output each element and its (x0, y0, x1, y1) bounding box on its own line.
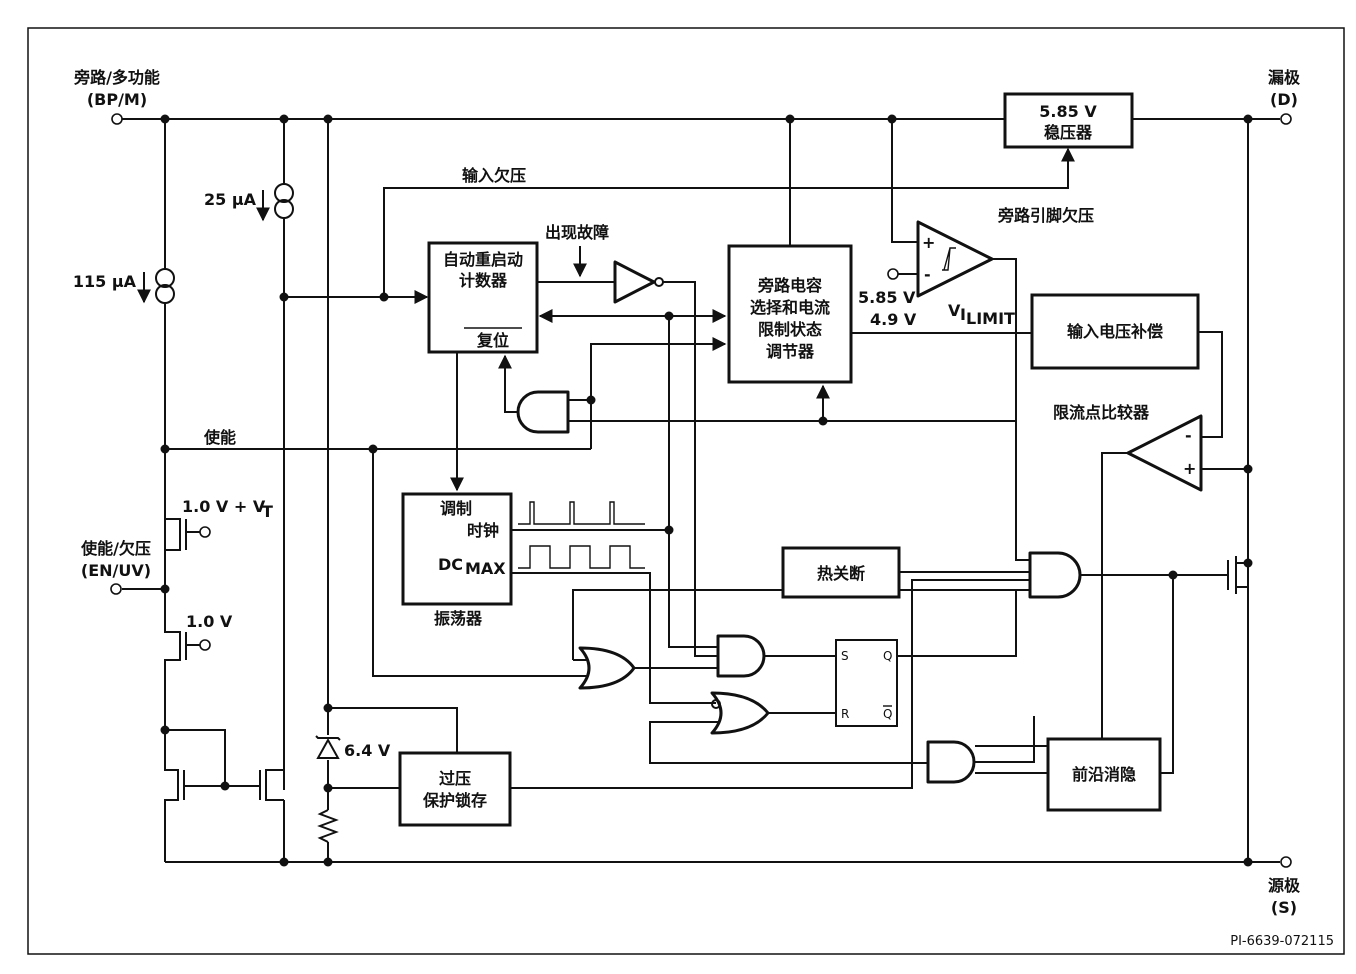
current-source-25ua (256, 183, 294, 222)
source-label-1: 源极 (1268, 876, 1301, 895)
en-uv-label-2: (EN/UV) (81, 561, 151, 580)
enable-label: 使能 (203, 428, 236, 447)
current-25ua-label: 25 μA (204, 190, 257, 209)
current-limit-comp-label: 限流点比较器 (1053, 403, 1150, 422)
en-uv-terminal[interactable] (110, 583, 122, 595)
bp-thresh-high: 5.85 V (858, 288, 916, 307)
bypass-cap-label-1: 旁路电容 (757, 276, 822, 295)
regulator-label-2: 稳压器 (1044, 123, 1093, 142)
bypass-cap-block (727, 244, 853, 384)
ff-qbar-label: Q (883, 707, 892, 721)
leading-edge-block (1046, 737, 1162, 812)
zener-diode (315, 735, 341, 759)
overvoltage-latch-block (398, 751, 512, 827)
comp-minus: - (1185, 426, 1192, 445)
bp-thresh-low: 4.9 V (870, 310, 917, 329)
s-and-gate (716, 634, 766, 678)
sr-flipflop (835, 639, 898, 727)
oscillator-dc-label: DC (438, 555, 463, 574)
reset-and-gate (516, 390, 570, 434)
uvcomp-plus: + (922, 233, 935, 252)
current-source-115ua (137, 268, 175, 304)
input-voltage-comp-block (1030, 293, 1200, 370)
fault-label: 出现故障 (545, 223, 609, 242)
thermal-shutdown-block (781, 546, 901, 599)
v-ilimit-sub1: I (960, 305, 966, 324)
input-uv-label: 输入欠压 (462, 166, 526, 185)
main-and-gate (1028, 551, 1082, 599)
oscillator-block (401, 492, 513, 606)
blanking-and-gate (926, 740, 976, 784)
bypass-cap-label-2: 选择和电流 (750, 298, 830, 317)
bp-m-label-1: 旁路/多功能 (73, 68, 160, 87)
oscillator-top-label: 调制 (440, 499, 472, 518)
auto-restart-label-1: 自动重启动 (443, 250, 523, 269)
bp-pin-uv-label: 旁路引脚欠压 (997, 206, 1094, 225)
drain-label-1: 漏极 (1268, 68, 1301, 87)
bp-m-label-2: (BP/M) (87, 90, 147, 109)
or-gate-2 (710, 691, 770, 735)
comp-plus: + (1183, 459, 1196, 478)
source-label-2: (S) (1271, 898, 1297, 917)
leading-edge-label: 前沿消隐 (1072, 765, 1136, 784)
v-en-high-label: 1.0 V + V (182, 497, 266, 516)
bypass-cap-label-3: 限制状态 (758, 320, 822, 339)
ff-s-label: S (841, 649, 849, 663)
oscillator-name-label: 振荡器 (434, 609, 483, 628)
fault-buffer (613, 260, 656, 304)
current-limit-comparator (1126, 414, 1203, 492)
ff-q-label: Q (883, 649, 892, 663)
regulator-block (1003, 92, 1134, 149)
en-uv-label-1: 使能/欠压 (80, 539, 151, 558)
power-mosfet (1227, 556, 1253, 594)
input-voltage-comp-label: 输入电压补偿 (1067, 322, 1163, 341)
current-115ua-label: 115 μA (73, 272, 137, 291)
drain-terminal[interactable] (1280, 113, 1292, 125)
resistor (317, 809, 339, 843)
current-mirror (160, 725, 285, 862)
v-ilimit-label: V (948, 301, 961, 320)
or-gate-1 (578, 646, 636, 690)
auto-restart-label-2: 计数器 (459, 271, 508, 290)
reset-label: 复位 (476, 331, 509, 350)
bypass-uv-comparator (916, 220, 994, 298)
auto-restart-counter-block (427, 241, 539, 354)
bypass-cap-label-4: 调节器 (766, 342, 815, 361)
regulator-label-1: 5.85 V (1039, 102, 1097, 121)
uvcomp-minus: - (924, 265, 931, 284)
thermal-shutdown-label: 热关断 (817, 564, 865, 583)
bp-m-terminal[interactable] (111, 113, 123, 125)
oscillator-clock-label: 时钟 (467, 521, 499, 540)
outer-frame (27, 27, 1345, 955)
v-en-high-sub: T (262, 502, 273, 521)
figure-ref: PI-6639-072115 (1230, 934, 1334, 949)
ov-latch-label-1: 过压 (439, 769, 471, 788)
v-en-low-label: 1.0 V (186, 612, 233, 631)
drain-label-2: (D) (1270, 90, 1298, 109)
source-terminal[interactable] (1280, 856, 1292, 868)
zener-label: 6.4 V (344, 741, 391, 760)
ff-r-label: R (841, 707, 849, 721)
ov-latch-label-2: 保护锁存 (422, 791, 487, 810)
v-ilimit-sub2: LIMIT (966, 309, 1015, 328)
oscillator-dc-sub: MAX (465, 559, 506, 578)
en-transistors (122, 518, 211, 730)
